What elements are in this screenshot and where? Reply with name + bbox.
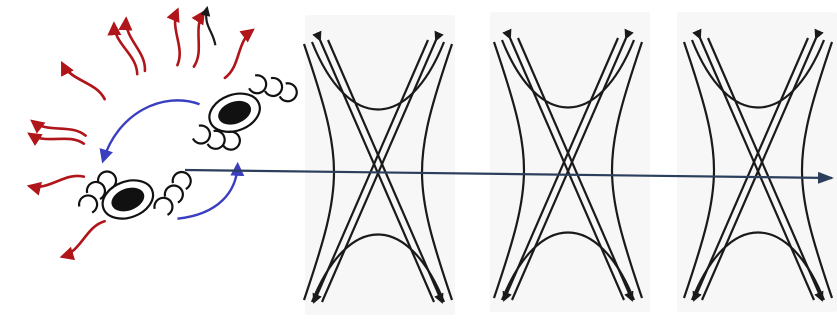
radiation-arrow bbox=[107, 21, 139, 76]
radiation-arrow bbox=[166, 7, 181, 67]
x-crossing-line bbox=[692, 37, 810, 302]
vortex-core-right bbox=[218, 100, 252, 125]
x-crossing-curve bbox=[310, 233, 446, 303]
vortex-ring-right bbox=[191, 74, 298, 151]
radiation-arrow bbox=[61, 61, 106, 101]
x-crossing-curve bbox=[500, 231, 636, 301]
x-crossing-line bbox=[502, 28, 626, 301]
radiation-arrow bbox=[30, 119, 87, 137]
radiation-arrows bbox=[26, 7, 255, 261]
x-crossing-curve bbox=[492, 41, 525, 299]
x-crossing-curve bbox=[690, 39, 826, 109]
horizontal-axis-arrow bbox=[184, 168, 834, 184]
x-crossing-line bbox=[692, 28, 816, 301]
x-crossing bbox=[682, 28, 834, 302]
upper-connecting-arc bbox=[99, 99, 200, 164]
x-crossing-curve bbox=[801, 41, 834, 299]
x-crossing-curve bbox=[310, 41, 446, 111]
radiation-arrow bbox=[118, 16, 147, 73]
vortex-core-left bbox=[111, 187, 145, 212]
x-crossing-line bbox=[312, 39, 430, 304]
x-crossing-curve bbox=[611, 41, 644, 299]
radiation-arrow bbox=[191, 9, 206, 68]
radiation-arrow bbox=[223, 28, 255, 80]
x-crossing-line bbox=[516, 37, 634, 302]
x-crossing-line bbox=[320, 30, 444, 303]
radiation-arrow bbox=[26, 174, 86, 196]
x-crossing-curve bbox=[500, 39, 636, 109]
connecting-arcs bbox=[99, 99, 245, 220]
x-crossing bbox=[492, 28, 644, 302]
black-outgoing-arrow bbox=[200, 5, 217, 46]
x-crossing-line bbox=[326, 39, 444, 304]
lower-connecting-arc bbox=[177, 161, 245, 220]
x-crossing-line bbox=[700, 28, 824, 301]
radiation-arrow bbox=[59, 219, 106, 261]
x-crossing-curve bbox=[682, 41, 715, 299]
x-crossing-line bbox=[510, 28, 634, 301]
x-crossings bbox=[302, 28, 834, 304]
vortex-pair-panel bbox=[26, 5, 298, 261]
x-crossing-curve bbox=[690, 231, 826, 301]
vortex-ring-left bbox=[77, 170, 192, 220]
radiation-arrow bbox=[27, 132, 86, 146]
x-crossing-line bbox=[502, 37, 620, 302]
x-crossing-line bbox=[312, 30, 436, 303]
x-crossing-line bbox=[706, 37, 824, 302]
